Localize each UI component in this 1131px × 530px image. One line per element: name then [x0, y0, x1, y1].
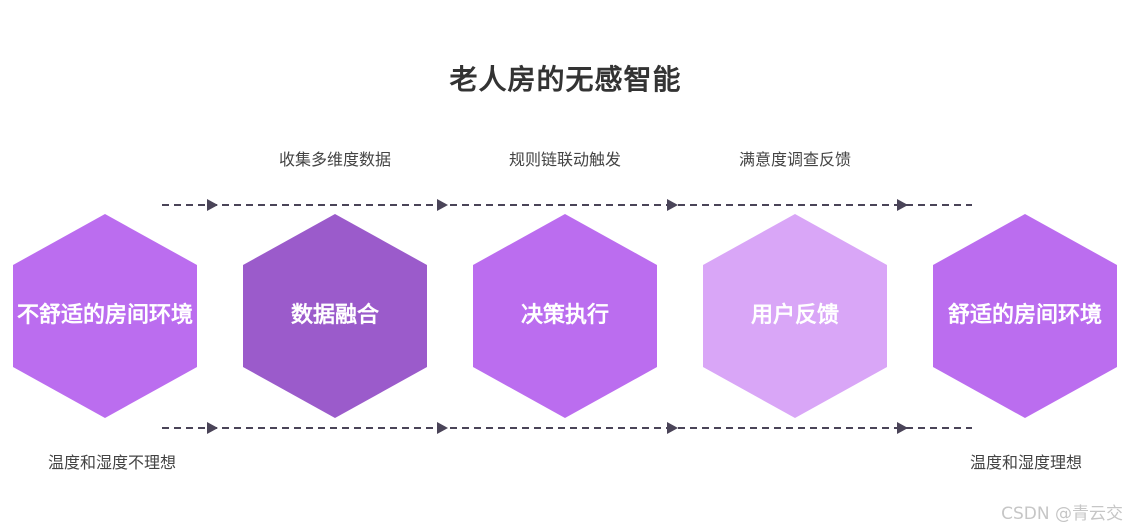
node-label-user-feedback: 用户反馈	[750, 303, 839, 329]
end-note: 温度和湿度理想	[969, 453, 1082, 472]
start-note: 温度和湿度不理想	[47, 453, 176, 472]
hexagon-node-uncomfortable	[13, 214, 197, 418]
top-arrow-head-3	[667, 199, 678, 211]
step-label-trigger: 规则链联动触发	[508, 150, 621, 169]
top-arrow-head-4	[897, 199, 908, 211]
top-arrow-head-2	[437, 199, 448, 211]
watermark: CSDN @青云交	[1001, 504, 1123, 524]
step-label-collect: 收集多维度数据	[278, 150, 391, 169]
hexagon-node-user-feedback	[703, 214, 887, 418]
hexagon-node-comfortable	[933, 214, 1117, 418]
bottom-arrow-head-3	[667, 422, 678, 434]
top-arrow-head-1	[207, 199, 218, 211]
bottom-arrow-head-2	[437, 422, 448, 434]
bottom-arrow-head-4	[897, 422, 908, 434]
node-label-decision: 决策执行	[520, 303, 609, 329]
step-label-feedback: 满意度调查反馈	[738, 150, 851, 169]
node-label-uncomfortable: 不舒适的房间环境	[16, 303, 193, 329]
hexagon-node-decision	[473, 214, 657, 418]
bottom-arrow-head-1	[207, 422, 218, 434]
hexagon-node-data-fusion	[243, 214, 427, 418]
node-label-data-fusion: 数据融合	[290, 303, 379, 329]
node-label-comfortable: 舒适的房间环境	[947, 303, 1102, 329]
diagram-title: 老人房的无感智能	[449, 63, 682, 96]
